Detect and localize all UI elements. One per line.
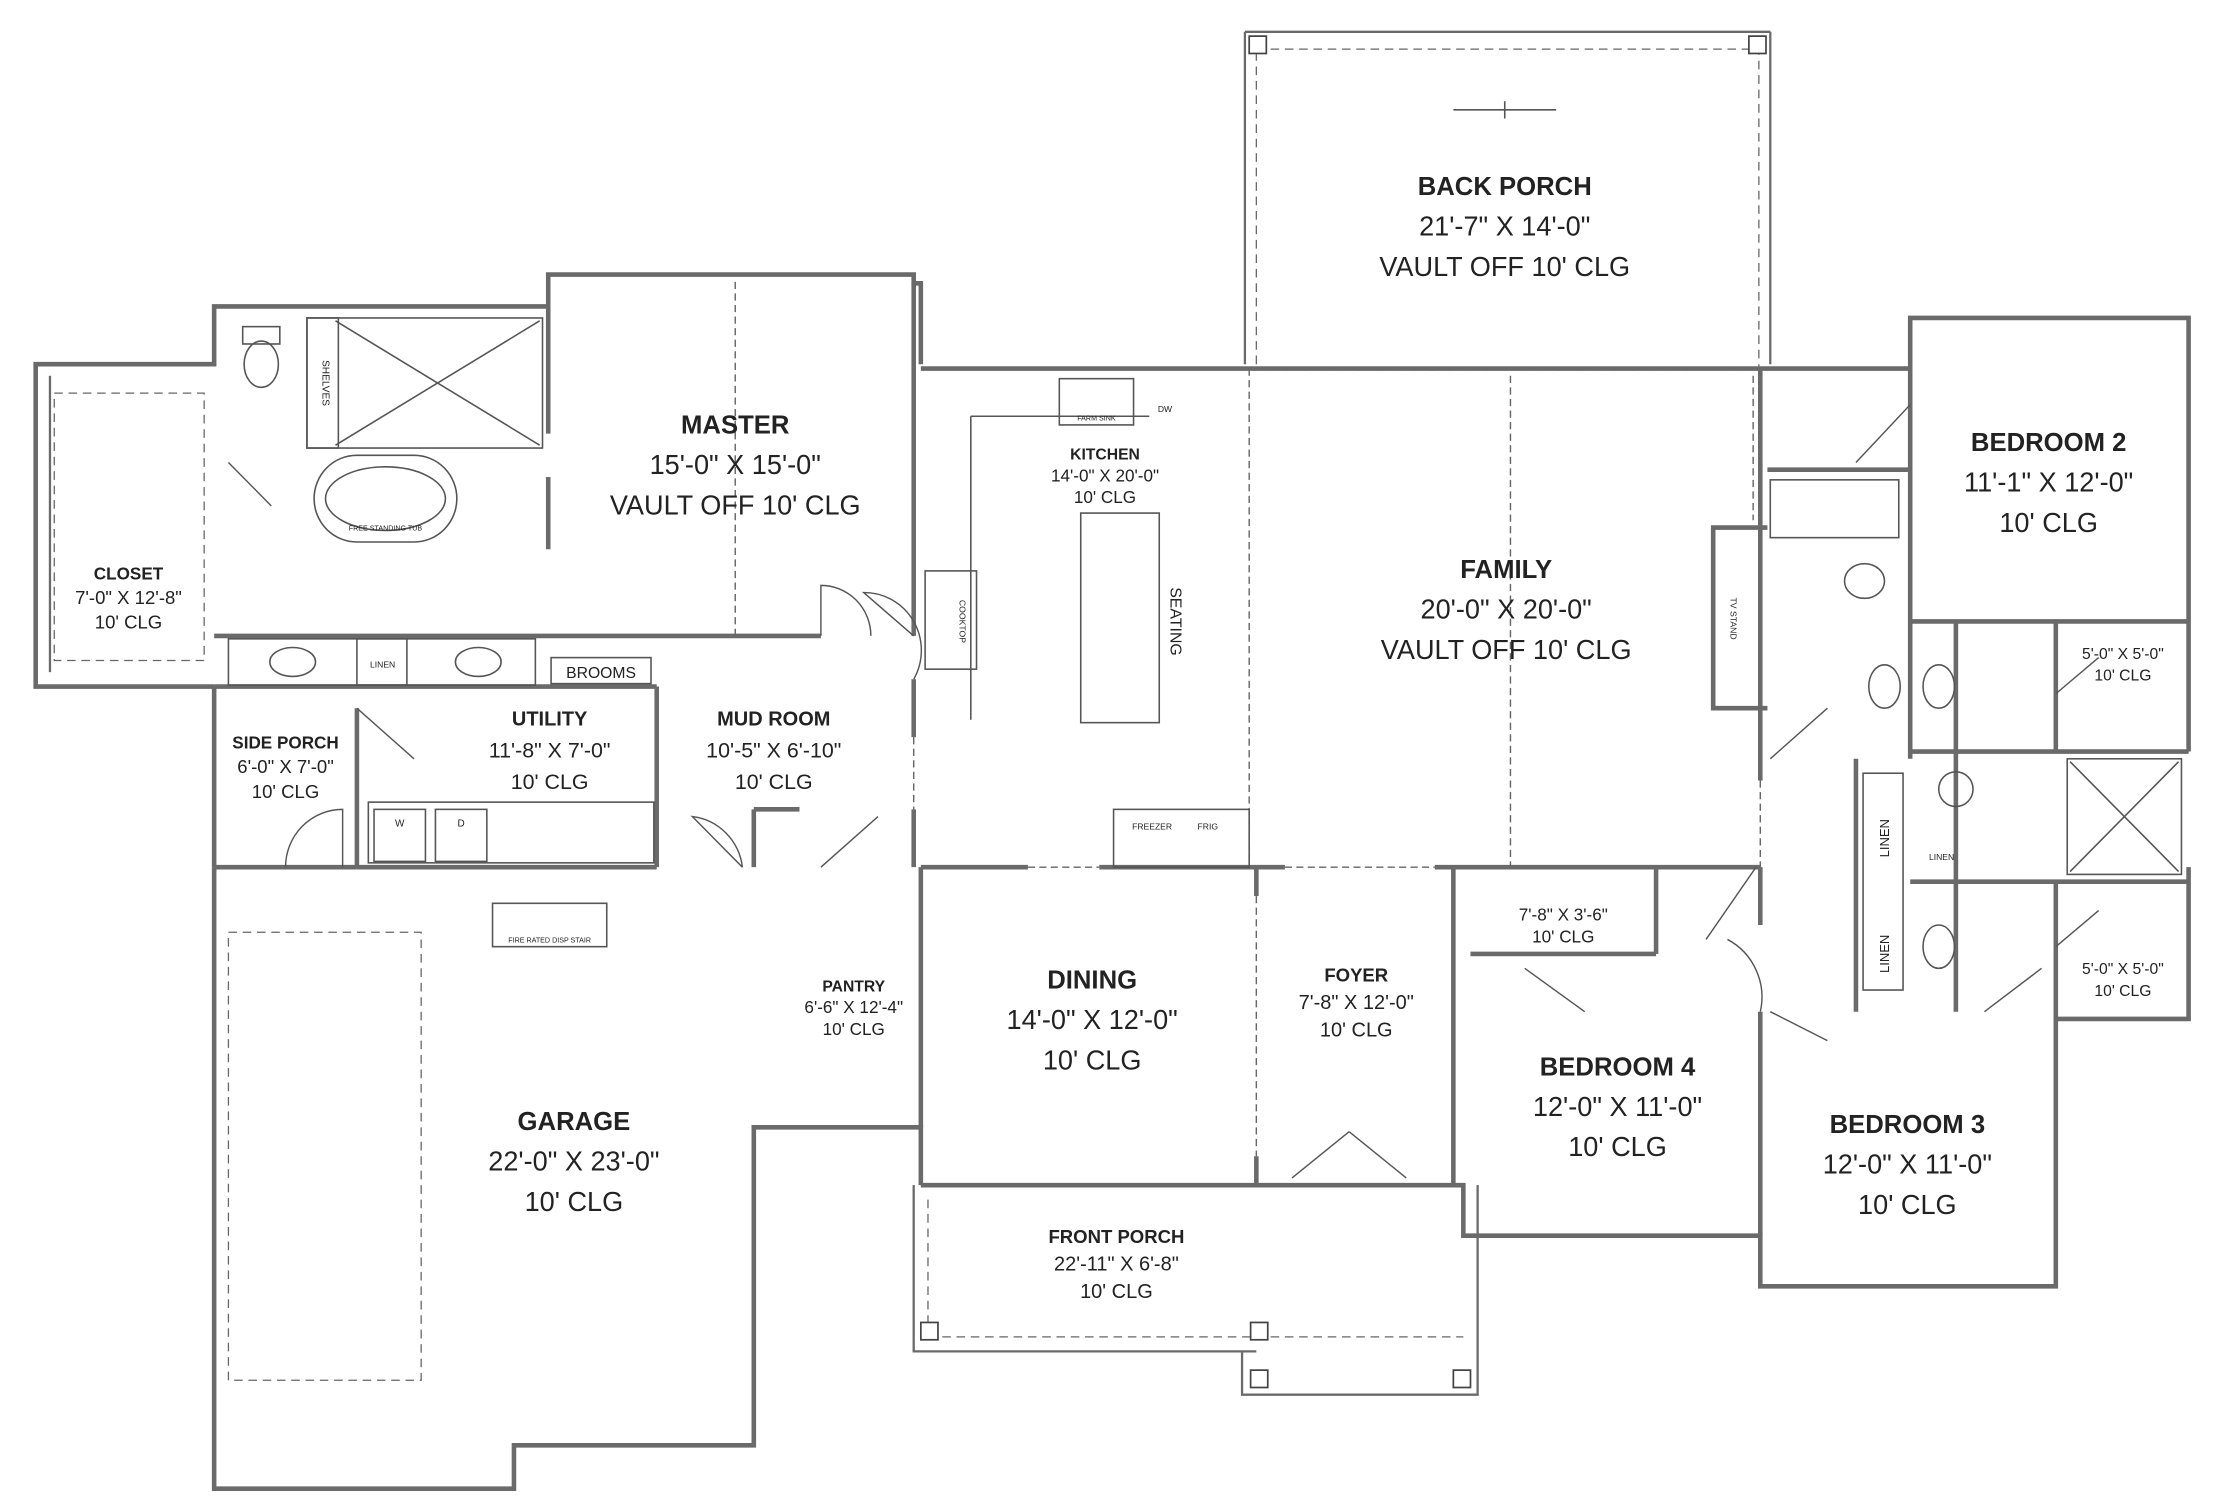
family-ceiling: VAULT OFF 10' CLG xyxy=(1381,634,1632,665)
pantry-size: 6'-6" X 12'-4" xyxy=(804,997,903,1017)
pantry-name: PANTRY xyxy=(822,978,885,995)
family-name: FAMILY xyxy=(1460,556,1552,584)
foyer-name: FOYER xyxy=(1324,964,1388,985)
closet-b3-label: 5'-0" X 5'-0" 10' CLG xyxy=(2082,961,2164,1000)
master-label: MASTER 15'-0" X 15'-0" VAULT OFF 10' CLG xyxy=(610,411,861,520)
closet-b4-label: 7'-8" X 3'-6" 10' CLG xyxy=(1519,905,1608,947)
linen-master-label: LINEN xyxy=(370,660,395,670)
bedroom2-label: BEDROOM 2 11'-1" X 12'-0" 10' CLG xyxy=(1964,429,2133,538)
front-porch-ceiling: 10' CLG xyxy=(1080,1281,1153,1303)
master-name: MASTER xyxy=(681,411,790,439)
side-porch-ceiling: 10' CLG xyxy=(252,781,319,802)
family-size: 20'-0" X 20'-0" xyxy=(1421,593,1592,624)
back-porch-name: BACK PORCH xyxy=(1418,173,1592,201)
foyer-label: FOYER 7'-8" X 12'-0" 10' CLG xyxy=(1299,964,1414,1041)
mud-room-label: MUD ROOM 10'-5" X 6'-10" 10' CLG xyxy=(706,708,841,794)
dining-ceiling: 10' CLG xyxy=(1043,1044,1142,1075)
master-ceiling: VAULT OFF 10' CLG xyxy=(610,489,861,520)
frig-label: FRIG xyxy=(1198,822,1219,832)
seating-label: SEATING xyxy=(1167,587,1184,656)
garage-ceiling: 10' CLG xyxy=(525,1186,624,1217)
closet-b2-label: 5'-0" X 5'-0" 10' CLG xyxy=(2082,646,2164,685)
garage-name: GARAGE xyxy=(518,1108,631,1136)
front-porch-label: FRONT PORCH 22'-11" X 6'-8" 10' CLG xyxy=(1048,1226,1184,1303)
family-label: FAMILY 20'-0" X 20'-0" VAULT OFF 10' CLG xyxy=(1381,556,1632,665)
bedroom3-size: 12'-0" X 11'-0" xyxy=(1823,1148,1992,1179)
bedroom4-ceiling: 10' CLG xyxy=(1568,1131,1667,1162)
closet-name: CLOSET xyxy=(94,563,164,583)
bedroom2-name: BEDROOM 2 xyxy=(1971,429,2127,457)
brooms-label: BROOMS xyxy=(566,665,636,682)
garage-size: 22'-0" X 23'-0" xyxy=(488,1146,659,1177)
utility-ceiling: 10' CLG xyxy=(511,770,589,794)
fixtures xyxy=(227,317,2183,1381)
back-porch-size: 21'-7" X 14'-0" xyxy=(1419,210,1590,241)
closet-b2-size: 5'-0" X 5'-0" xyxy=(2082,646,2164,663)
linen-bath-label: LINEN xyxy=(1929,852,1954,862)
garage-label: GARAGE 22'-0" X 23'-0" 10' CLG xyxy=(488,1108,659,1217)
mud-room-size: 10'-5" X 6'-10" xyxy=(706,738,841,762)
kitchen-ceiling: 10' CLG xyxy=(1074,487,1136,507)
closet-b3-ceiling: 10' CLG xyxy=(2094,983,2151,1000)
closet-ceiling: 10' CLG xyxy=(95,612,162,633)
master-size: 15'-0" X 15'-0" xyxy=(650,449,821,480)
closet-size: 7'-0" X 12'-8" xyxy=(75,587,182,608)
bedroom3-name: BEDROOM 3 xyxy=(1830,1111,1986,1139)
foyer-ceiling: 10' CLG xyxy=(1320,1019,1393,1041)
side-porch-label: SIDE PORCH 6'-0" X 7'-0" 10' CLG xyxy=(232,733,338,802)
closet-b2-ceiling: 10' CLG xyxy=(2094,668,2151,685)
closet-label: CLOSET 7'-0" X 12'-8" 10' CLG xyxy=(75,563,182,632)
closet-b4-ceiling: 10' CLG xyxy=(1532,926,1594,946)
washer-label: W xyxy=(395,819,405,830)
closet-b4-size: 7'-8" X 3'-6" xyxy=(1519,905,1608,925)
kitchen-name: KITCHEN xyxy=(1070,447,1140,464)
back-porch-ceiling: VAULT OFF 10' CLG xyxy=(1379,251,1630,282)
bedroom3-ceiling: 10' CLG xyxy=(1858,1189,1957,1220)
closet-b3-size: 5'-0" X 5'-0" xyxy=(2082,961,2164,978)
shelves-label: SHELVES xyxy=(320,360,331,406)
back-porch-label: BACK PORCH 21'-7" X 14'-0" VAULT OFF 10'… xyxy=(1379,173,1630,282)
pantry-ceiling: 10' CLG xyxy=(823,1019,885,1039)
door-swings xyxy=(227,404,2100,1179)
cooktop-label: COOKTOP xyxy=(957,600,967,643)
pantry-label: PANTRY 6'-6" X 12'-4" 10' CLG xyxy=(804,978,903,1038)
utility-label: UTILITY 11'-8" X 7'-0" 10' CLG xyxy=(489,708,611,794)
interior-walls xyxy=(214,283,2189,1236)
side-porch-size: 6'-0" X 7'-0" xyxy=(237,756,334,777)
bedroom2-size: 11'-1" X 12'-0" xyxy=(1964,466,2133,497)
bedroom4-label: BEDROOM 4 12'-0" X 11'-0" 10' CLG xyxy=(1533,1053,1702,1162)
openings xyxy=(734,281,1762,1157)
dining-label: DINING 14'-0" X 12'-0" 10' CLG xyxy=(1007,966,1178,1075)
utility-size: 11'-8" X 7'-0" xyxy=(489,738,611,762)
foyer-size: 7'-8" X 12'-0" xyxy=(1299,992,1414,1014)
dining-name: DINING xyxy=(1047,966,1137,994)
kitchen-size: 14'-0" X 20'-0" xyxy=(1051,465,1159,485)
linen-hall-2-label: LINEN xyxy=(1877,935,1892,973)
fixture-labels: SHELVES FREE STANDING TUB LINEN BROOMS F… xyxy=(320,360,1955,973)
dryer-label: D xyxy=(458,819,465,830)
bedroom4-size: 12'-0" X 11'-0" xyxy=(1533,1091,1702,1122)
front-porch-size: 22'-11" X 6'-8" xyxy=(1054,1253,1179,1275)
farm-sink-label: FARM SINK xyxy=(1077,415,1116,423)
stair-label: FIRE RATED DISP STAIR xyxy=(508,936,591,944)
front-porch-name: FRONT PORCH xyxy=(1048,1226,1184,1247)
bedroom2-ceiling: 10' CLG xyxy=(1999,507,2098,538)
mud-room-ceiling: 10' CLG xyxy=(735,770,813,794)
closet-outer xyxy=(53,392,205,662)
tv-stand-label: TV STAND xyxy=(1728,597,1738,639)
freezer-label: FREEZER xyxy=(1132,822,1172,832)
mud-room-name: MUD ROOM xyxy=(717,708,830,730)
front-porch-area xyxy=(912,1185,1479,1396)
bedroom3-label: BEDROOM 3 12'-0" X 11'-0" 10' CLG xyxy=(1823,1111,1992,1220)
linen-hall-1-label: LINEN xyxy=(1877,819,1892,857)
dining-size: 14'-0" X 12'-0" xyxy=(1007,1004,1178,1035)
kitchen-label: KITCHEN 14'-0" X 20'-0" 10' CLG xyxy=(1051,447,1159,507)
utility-name: UTILITY xyxy=(512,708,588,730)
tub-label: FREE STANDING TUB xyxy=(349,524,423,532)
bedroom4-name: BEDROOM 4 xyxy=(1540,1053,1696,1081)
dw-label: DW xyxy=(1158,404,1173,414)
side-porch-name: SIDE PORCH xyxy=(232,733,338,753)
